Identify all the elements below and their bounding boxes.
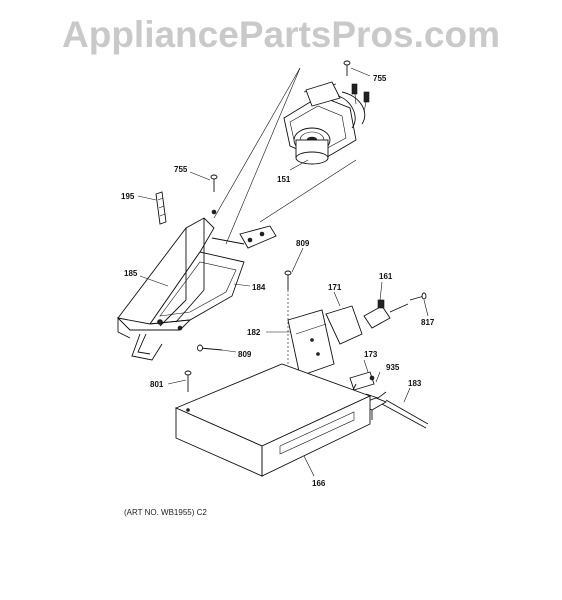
callout-labels: 755 151 755 195 809 185 184 171 161 817 … <box>121 74 435 488</box>
callout-173: 173 <box>364 350 378 359</box>
callout-755-middle: 755 <box>174 165 188 174</box>
callout-171: 171 <box>328 283 342 292</box>
switch-bracket <box>325 305 363 345</box>
callout-817: 817 <box>421 318 435 327</box>
callout-leaders <box>137 67 429 477</box>
callout-183: 183 <box>408 379 422 388</box>
callout-809-lower: 809 <box>238 350 252 359</box>
callout-166: 166 <box>312 479 326 488</box>
callout-801: 801 <box>150 380 164 389</box>
callout-161: 161 <box>379 272 393 281</box>
watermark: AppliancePartsPros.com <box>62 14 500 55</box>
rod-part <box>155 191 167 225</box>
motor-assembly <box>283 60 370 165</box>
callout-195: 195 <box>121 192 135 201</box>
callout-185: 185 <box>124 269 138 278</box>
callout-151: 151 <box>277 175 291 184</box>
callout-809-upper: 809 <box>296 239 310 248</box>
drip-tray <box>174 363 372 477</box>
switch-part <box>363 292 427 329</box>
callout-182: 182 <box>247 328 261 337</box>
callout-755-top: 755 <box>373 74 387 83</box>
art-number: (ART NO. WB1955) C2 <box>124 508 207 517</box>
callout-184: 184 <box>252 283 266 292</box>
callout-935: 935 <box>386 363 400 372</box>
frame-bracket <box>116 174 277 361</box>
